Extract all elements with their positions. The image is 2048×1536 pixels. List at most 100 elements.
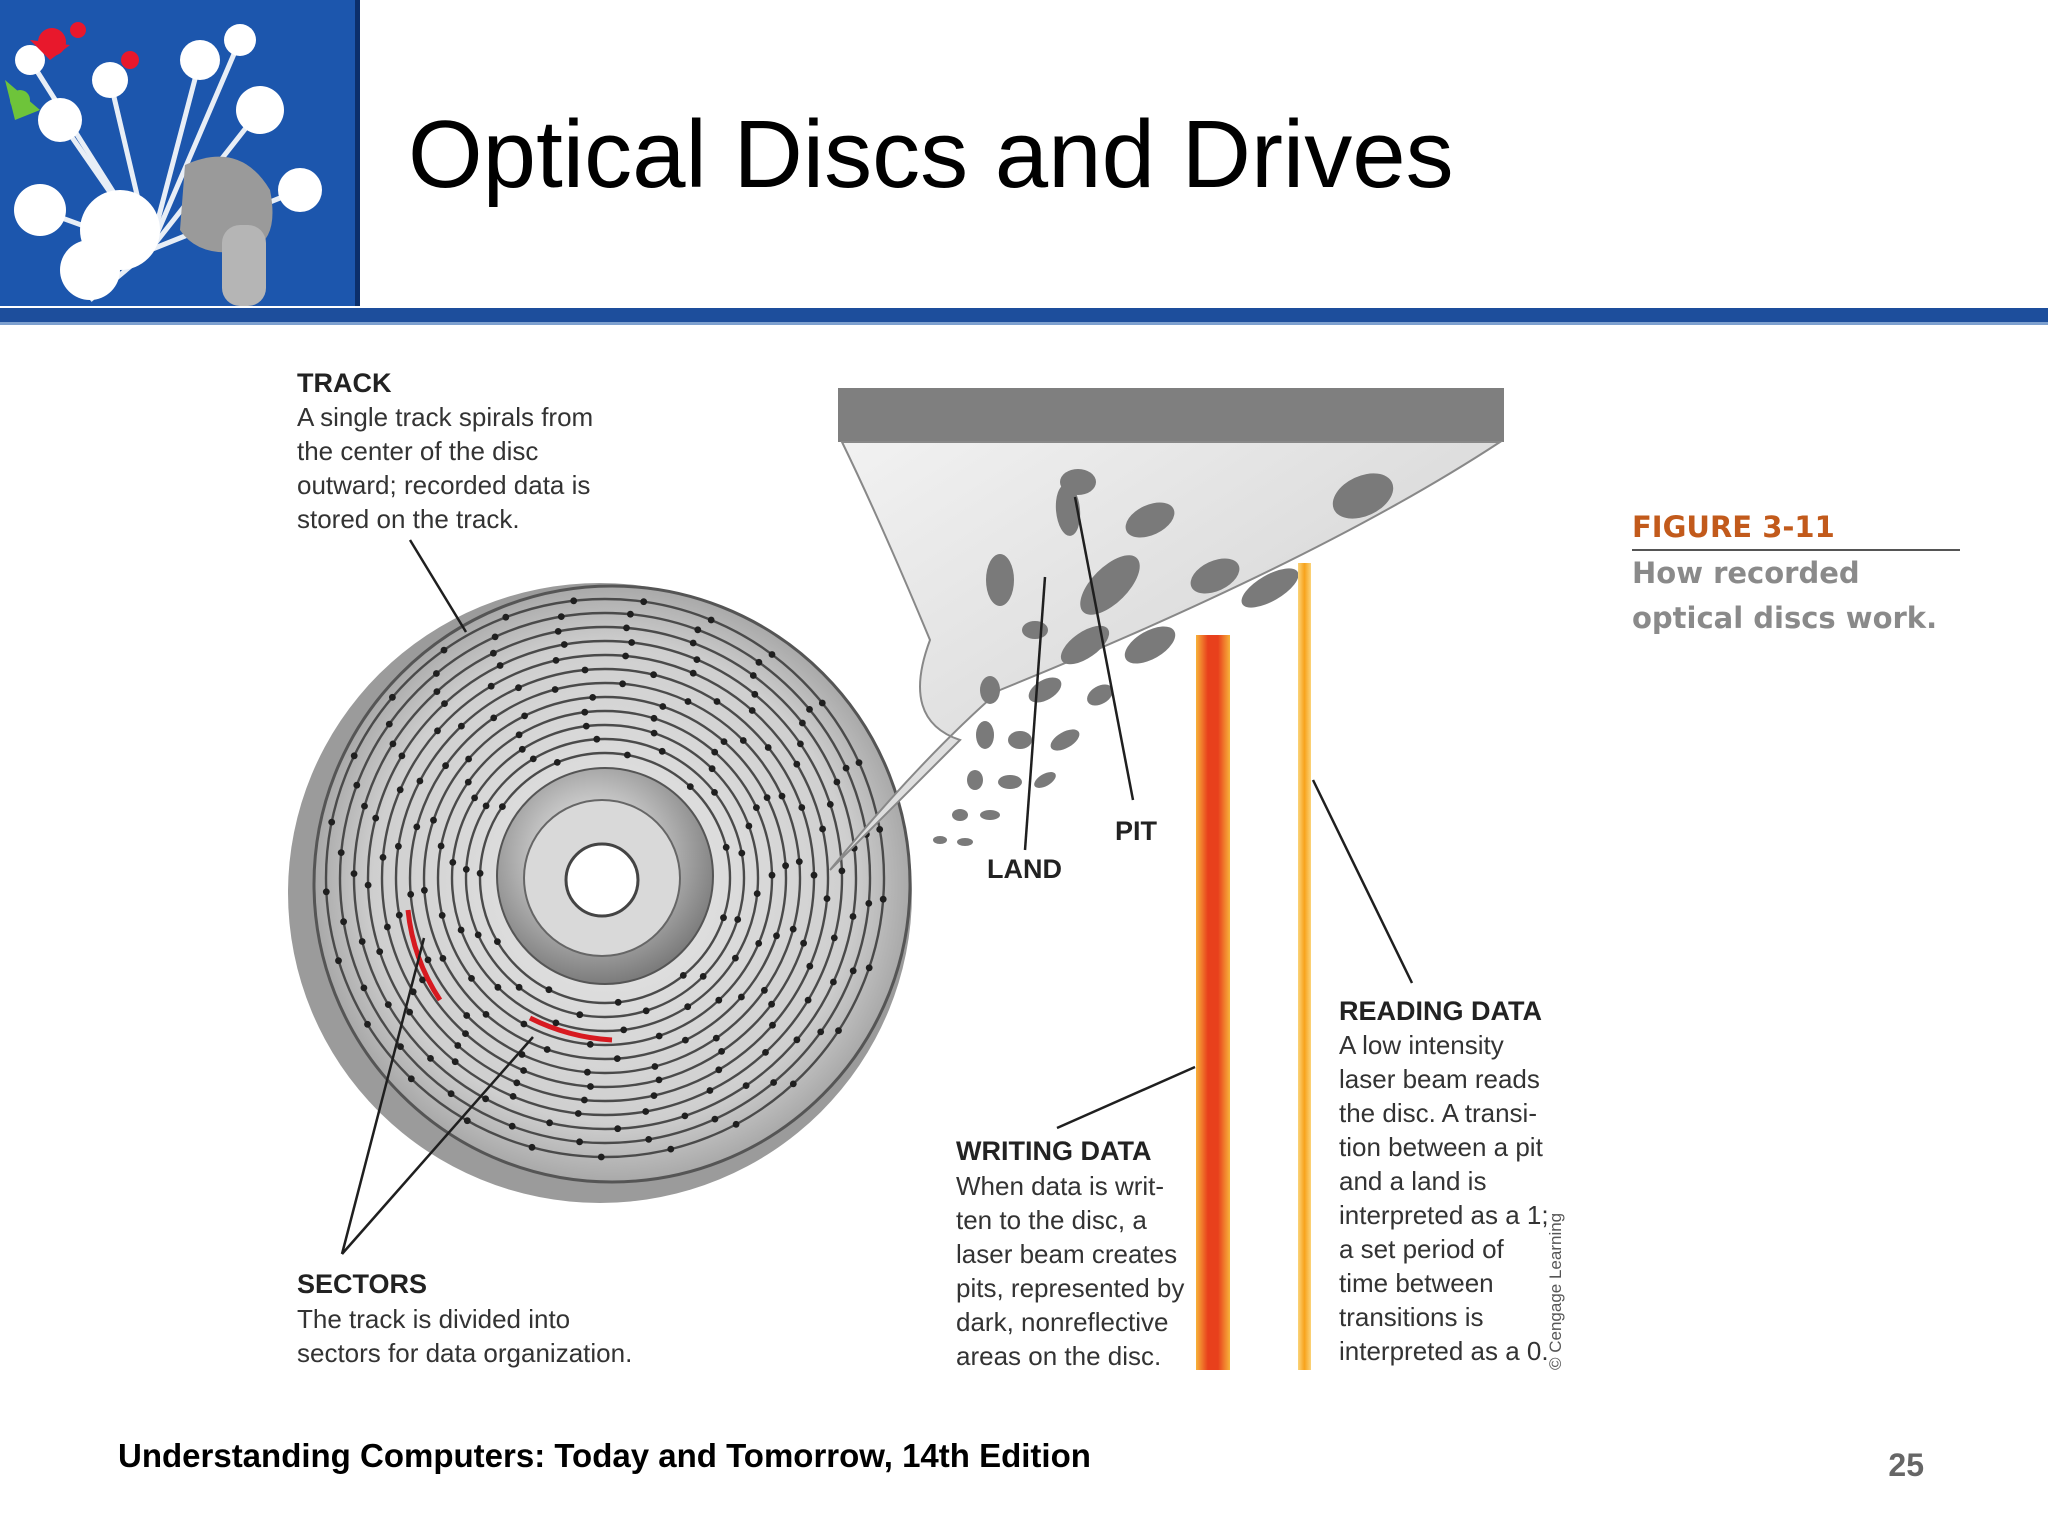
data-dot: [364, 1020, 371, 1028]
data-dot: [340, 918, 347, 926]
svg-text:laser beam creates: laser beam creates: [956, 1239, 1177, 1269]
data-dot: [650, 714, 658, 722]
writing-data-heading: WRITING DATA: [956, 1136, 1151, 1166]
data-dot: [416, 777, 424, 785]
svg-text:ten to the disc, a: ten to the disc, a: [956, 1205, 1147, 1235]
data-dot: [782, 862, 789, 870]
data-dot: [810, 871, 818, 879]
sectors-heading: SECTORS: [297, 1269, 427, 1299]
svg-text:optical discs work.: optical discs work.: [1632, 601, 1937, 635]
data-dot: [826, 801, 834, 808]
data-dot: [679, 972, 687, 979]
svg-text:pits, represented by: pits, represented by: [956, 1273, 1184, 1303]
data-dot: [521, 712, 528, 720]
data-dot: [389, 740, 397, 748]
data-dot: [642, 1007, 650, 1015]
data-dot: [711, 748, 719, 756]
data-dot: [622, 652, 629, 660]
data-dot: [686, 783, 694, 790]
data-dot: [520, 1020, 528, 1028]
data-dot: [361, 802, 368, 810]
pit-label: PIT: [1115, 816, 1158, 846]
data-dot: [427, 1055, 434, 1062]
data-dot: [471, 794, 478, 802]
data-dot: [755, 940, 763, 947]
data-dot: [385, 720, 393, 728]
data-dot: [876, 826, 884, 833]
data-dot: [407, 891, 415, 898]
data-dot: [849, 913, 857, 920]
data-dot: [462, 1030, 469, 1037]
svg-text:laser beam reads: laser beam reads: [1339, 1064, 1540, 1094]
data-dot: [491, 633, 499, 641]
data-dot: [553, 759, 561, 766]
data-dot: [482, 1011, 490, 1018]
data-dot: [449, 859, 457, 866]
track-ring: [464, 737, 746, 1019]
data-dot: [745, 822, 753, 830]
data-dot: [582, 722, 590, 730]
svg-text:a set period of: a set period of: [1339, 1234, 1505, 1264]
svg-text:How recorded: How recorded: [1632, 556, 1860, 590]
track-description: A single track spirals from the center o…: [297, 402, 593, 534]
data-dot: [681, 1112, 689, 1120]
optical-disc-diagram: TRACK A single track spirals from the ce…: [288, 368, 1960, 1371]
track-ring: [338, 611, 872, 1145]
leader-lines: [340, 496, 1414, 1255]
svg-text:sectors for data organization.: sectors for data organization.: [297, 1338, 632, 1368]
data-dot: [842, 764, 850, 772]
data-dot: [624, 751, 631, 759]
data-dot: [372, 814, 380, 822]
data-dot: [865, 964, 873, 972]
data-dot: [439, 955, 447, 962]
data-dot: [713, 698, 721, 705]
figure-caption: How recorded optical discs work.: [1632, 556, 1937, 635]
data-dot: [515, 684, 522, 692]
data-dot: [865, 900, 873, 907]
data-dot: [482, 802, 490, 810]
data-dot: [879, 895, 887, 903]
svg-text:time between: time between: [1339, 1268, 1494, 1298]
data-dot: [545, 986, 553, 994]
data-dot: [421, 886, 428, 894]
data-dot: [708, 765, 716, 773]
header-rule: [0, 308, 2048, 322]
data-dot: [529, 755, 537, 763]
data-dot: [406, 1008, 413, 1016]
data-dot: [651, 1063, 659, 1070]
data-dot: [830, 934, 838, 942]
data-dot: [613, 1055, 621, 1062]
data-dot: [620, 1026, 628, 1034]
data-dot: [454, 1042, 462, 1049]
data-dot: [442, 762, 449, 770]
data-dot: [496, 662, 504, 669]
data-dot: [434, 727, 441, 735]
data-dot: [628, 639, 636, 646]
data-dot: [465, 755, 472, 763]
svg-text:A single track spirals from: A single track spirals from: [297, 402, 593, 432]
data-dot: [441, 700, 448, 707]
data-dot: [509, 1093, 517, 1100]
data-dot: [795, 858, 803, 865]
data-dot: [715, 996, 723, 1004]
data-dot: [619, 680, 626, 688]
data-dot: [749, 672, 757, 679]
data-dot: [732, 954, 739, 962]
track-heading: TRACK: [297, 368, 392, 398]
data-dot: [798, 804, 806, 811]
data-dot: [557, 613, 565, 620]
data-dot: [546, 1119, 553, 1127]
data-dot: [806, 706, 813, 713]
slide-footer: Understanding Computers: Today and Tomor…: [118, 1437, 1091, 1474]
data-dot: [833, 778, 841, 786]
data-dot: [650, 729, 658, 737]
data-dot: [350, 870, 358, 877]
data-dot: [797, 740, 804, 748]
data-dot: [576, 1138, 583, 1146]
figure-number: FIGURE 3-11: [1632, 510, 1835, 544]
data-dot: [682, 1036, 689, 1044]
data-dot: [451, 1058, 459, 1066]
data-dot: [712, 1034, 720, 1042]
reading-data-heading: READING DATA: [1339, 996, 1542, 1026]
data-dot: [379, 854, 387, 861]
